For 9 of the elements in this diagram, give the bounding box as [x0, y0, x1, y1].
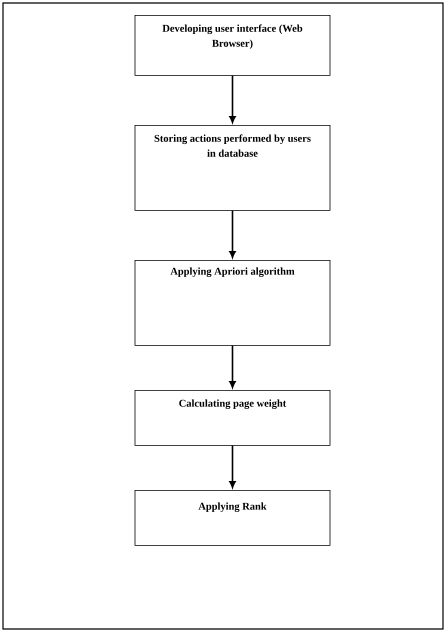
arrow: [229, 76, 236, 123]
process-box: Storing actions performed by users in database: [134, 125, 330, 211]
process-box: Applying Apriori algorithm: [134, 260, 330, 346]
process-box: Calculating page weight: [134, 390, 330, 446]
arrow: [229, 446, 236, 488]
process-box: Developing user interface (Web Browser): [134, 15, 330, 76]
arrow: [229, 210, 236, 258]
process-box: Applying Rank: [134, 490, 330, 546]
arrow: [229, 346, 236, 388]
